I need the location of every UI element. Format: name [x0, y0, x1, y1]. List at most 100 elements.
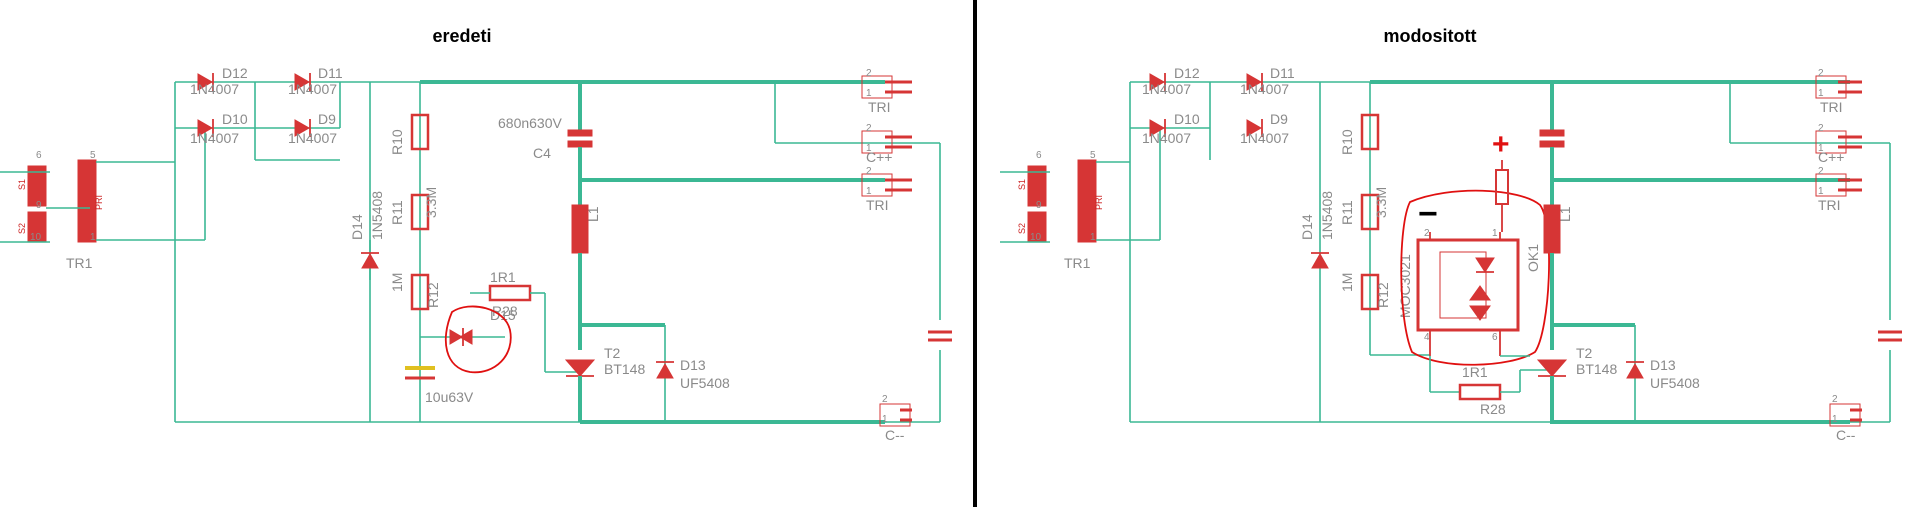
- tri2-pin1: 1: [866, 186, 872, 197]
- moc-label: MOC3021: [1397, 254, 1413, 318]
- thyristor-t2: T2 BT148: [564, 345, 645, 422]
- panel-title: eredeti: [432, 26, 491, 46]
- d10-label: D10: [1174, 111, 1200, 127]
- moc-pin6: 6: [1492, 332, 1498, 343]
- hand-drawn-circle: [444, 305, 512, 374]
- d13-value: UF5408: [1650, 375, 1700, 391]
- pin6-label: 6: [36, 150, 42, 161]
- t2-value: BT148: [604, 361, 645, 377]
- c4-value: 680n630V: [498, 115, 563, 131]
- capacitor-c4: [1539, 82, 1565, 205]
- d11-value: 1N4007: [1240, 81, 1289, 97]
- pin5-label: 5: [90, 150, 96, 161]
- capacitor-out: [1878, 330, 1902, 342]
- d14-value: 1N5408: [1319, 191, 1335, 240]
- diac-d15: D15: [444, 305, 516, 374]
- r10-label: R10: [389, 129, 405, 155]
- tri1-label: TRI: [868, 99, 891, 115]
- d11-value: 1N4007: [288, 81, 337, 97]
- t2-label: T2: [1576, 345, 1593, 361]
- tr1-label: TR1: [66, 255, 93, 271]
- s2-label: S2: [1017, 223, 1027, 234]
- r1-label: 1R1: [1462, 364, 1488, 380]
- d12-label: D12: [222, 65, 248, 81]
- pin1-label: 1: [1090, 232, 1096, 243]
- l1-label: L1: [1557, 206, 1573, 222]
- d11-label: D11: [1270, 65, 1295, 81]
- resistor-r10: R10: [1339, 113, 1380, 155]
- panel-title: modositott: [1384, 26, 1477, 46]
- tri1-pin1: 1: [866, 88, 872, 99]
- tri1-pin2: 2: [1818, 68, 1824, 79]
- optocoupler-moc3021: MOC3021 OK1 2 1 4 6: [1397, 189, 1550, 366]
- d13-label: D13: [1650, 357, 1676, 373]
- l1-label: L1: [585, 206, 601, 222]
- tri2-label: TRI: [1818, 197, 1841, 213]
- d14-label: D14: [1299, 214, 1315, 240]
- d12-value: 1N4007: [190, 81, 239, 97]
- transformer-tr1: S1 S2 PRI 6 9 10 5 1 TR1: [1000, 150, 1160, 271]
- diode-d14: D14 1N5408: [1299, 191, 1335, 269]
- r28-label: R28: [1480, 401, 1506, 417]
- d12-value: 1N4007: [1142, 81, 1191, 97]
- d13-value: UF5408: [680, 375, 730, 391]
- c5-value: 10u63V: [425, 389, 474, 405]
- cpp-pin1: 1: [1818, 143, 1824, 154]
- inductor-l1: L1: [571, 204, 601, 350]
- t2-label: T2: [604, 345, 621, 361]
- d9-value: 1N4007: [1240, 130, 1289, 146]
- tri2-pin2: 2: [866, 166, 872, 177]
- tri2-pin2: 2: [1818, 166, 1824, 177]
- d9-label: D9: [1270, 111, 1288, 127]
- connector-cmm: 2 1 C--: [1829, 394, 1862, 443]
- r11-value: 3.3M: [423, 187, 439, 218]
- connector-cpp: 2 1 C++: [1815, 123, 1862, 165]
- r1-label: 1R1: [490, 269, 516, 285]
- cmm-pin2: 2: [1832, 394, 1838, 405]
- d10-label: D10: [222, 111, 248, 127]
- cpp-pin1: 1: [866, 143, 872, 154]
- r12-value: 1M: [389, 273, 405, 292]
- d12-label: D12: [1174, 65, 1200, 81]
- cmm-pin1: 1: [882, 414, 888, 425]
- cpp-pin2: 2: [866, 123, 872, 134]
- cpp-label: C++: [866, 149, 892, 165]
- cpp-label: C++: [1818, 149, 1844, 165]
- r10-label: R10: [1339, 129, 1355, 155]
- thyristor-t2: T2 BT148: [1536, 345, 1617, 422]
- cmm-pin1: 1: [1832, 414, 1838, 425]
- connector-tri2: 2 1 TRI: [1815, 166, 1862, 213]
- resistor-r10: R10: [389, 113, 430, 155]
- connector-cmm: 2 1 C--: [879, 394, 912, 443]
- pri-label: PRI: [94, 195, 104, 210]
- minus-mark: −: [1418, 195, 1438, 233]
- plus-mark: +: [1492, 128, 1510, 161]
- d15-label: D15: [490, 307, 516, 323]
- resistor-r12: 1M R12: [1339, 273, 1391, 311]
- d11-label: D11: [318, 65, 343, 81]
- c4-label: C4: [533, 145, 551, 161]
- resistor-r11: R11 3.3M: [1339, 187, 1389, 231]
- moc-pin2: 2: [1424, 228, 1430, 239]
- ok1-label: OK1: [1525, 244, 1541, 272]
- d14-value: 1N5408: [369, 191, 385, 240]
- diode-d13: D13 UF5408: [656, 357, 730, 391]
- resistor-r28: 1R1 R28: [1458, 364, 1506, 417]
- connector-cpp: 2 1 C++: [861, 123, 912, 165]
- tri2-pin1: 1: [1818, 186, 1824, 197]
- connector-tri1: 2 1 TRI: [861, 68, 912, 115]
- cmm-label: C--: [885, 427, 905, 443]
- r11-value: 3.3M: [1373, 187, 1389, 218]
- connector-tri1: 2 1 TRI: [1815, 68, 1862, 115]
- pin9-label: 9: [1036, 200, 1042, 211]
- panel-modositott: modositott S1 S2 PRI 6 9 10 5 1 TR1: [1000, 26, 1902, 443]
- r12-label: R12: [1375, 282, 1391, 308]
- t2-value: BT148: [1576, 361, 1617, 377]
- resistor-r12: 1M R12: [389, 273, 441, 311]
- tri2-label: TRI: [866, 197, 889, 213]
- pin10-label: 10: [1030, 232, 1042, 243]
- moc-pin1: 1: [1492, 228, 1498, 239]
- s1-label: S1: [17, 179, 27, 190]
